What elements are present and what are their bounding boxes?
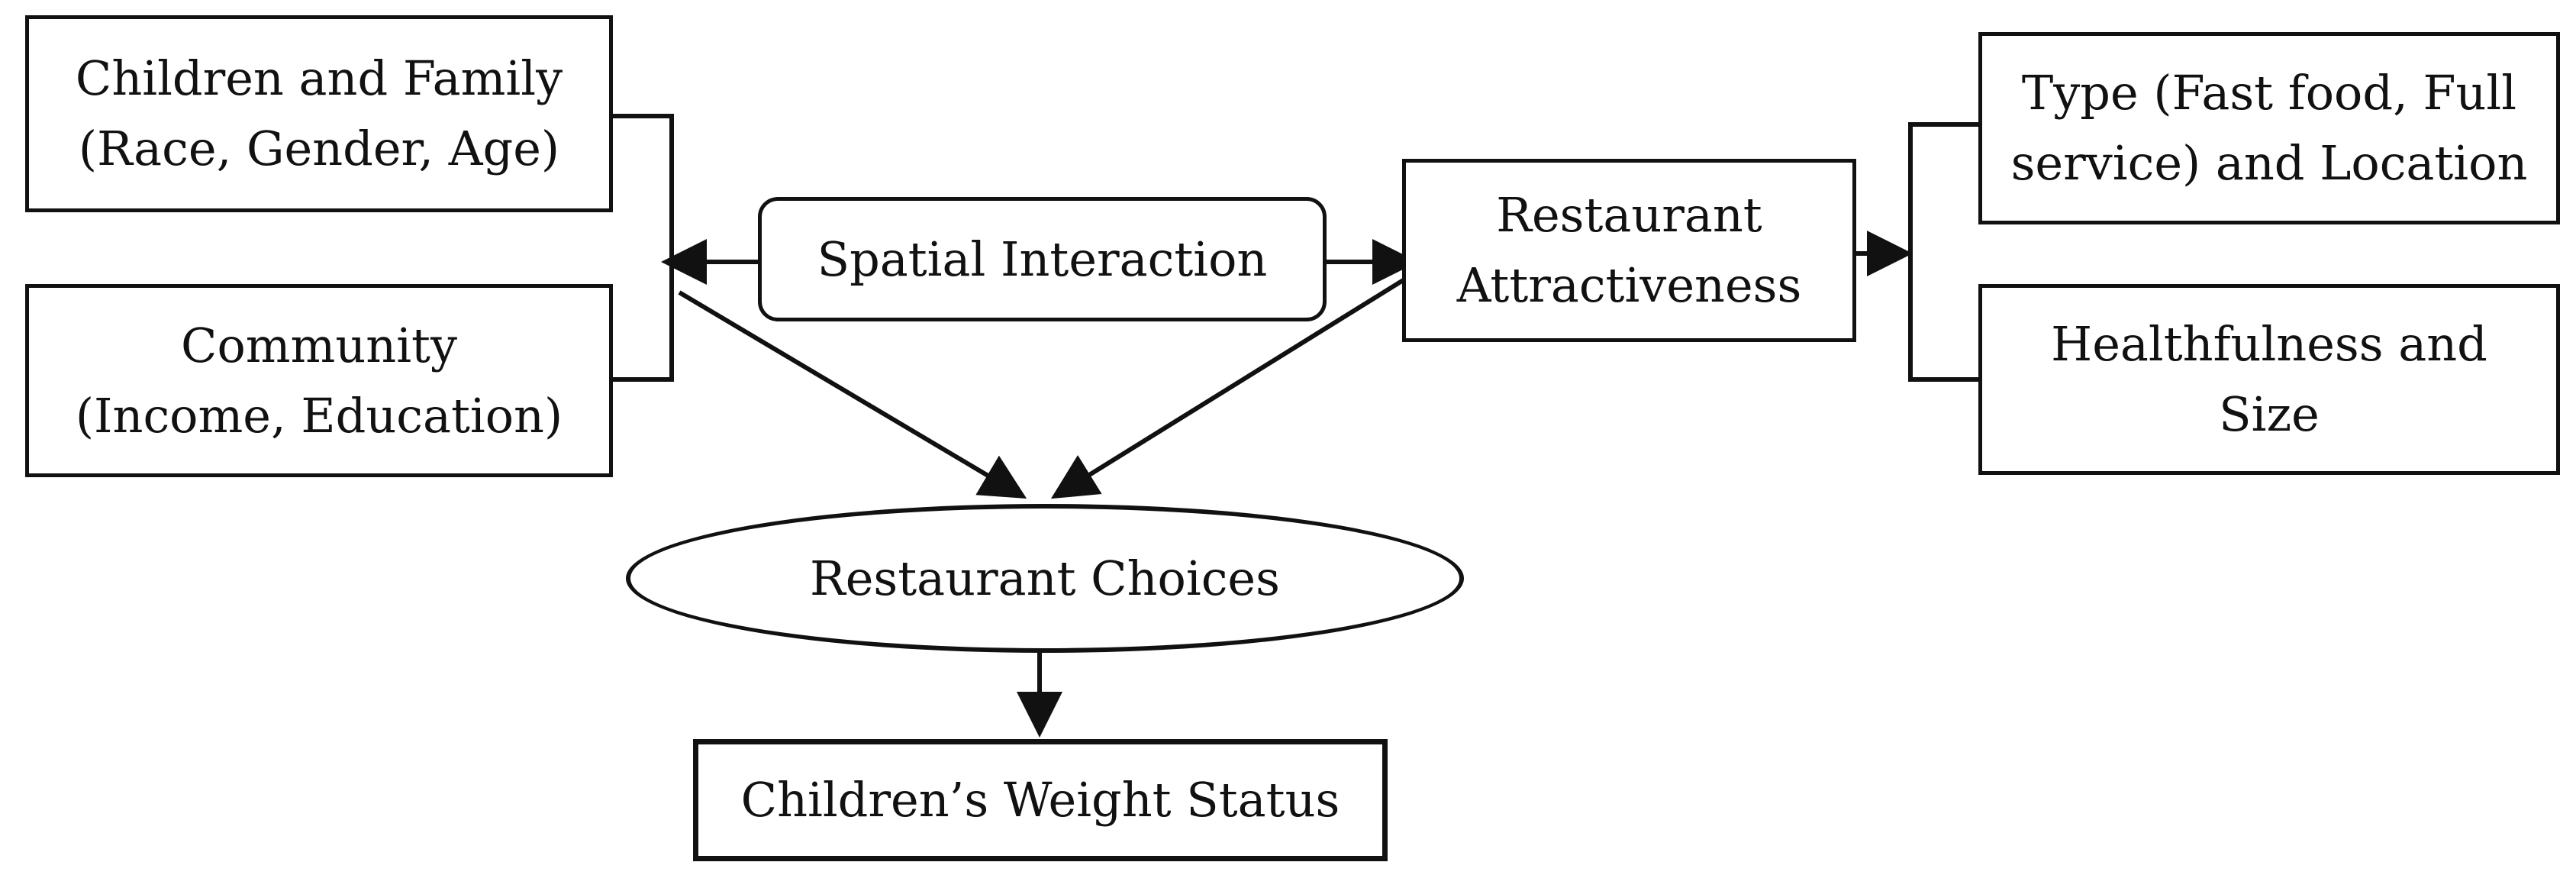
weight-status-box: Children’s Weight Status [693,739,1388,861]
spatial-interaction-label: Spatial Interaction [817,231,1268,287]
healthfulness-size-line1: Healthfulness and [2051,316,2487,372]
children-family-box: Children and Family (Race, Gender, Age) [25,15,613,212]
type-location-line1: Type (Fast food, Full [2021,65,2517,121]
type-location-box: Type (Fast food, Full service) and Locat… [1978,32,2560,224]
children-family-subtitle: (Race, Gender, Age) [78,121,560,176]
community-subtitle: (Income, Education) [75,387,563,444]
right-bracket [1908,122,1978,382]
restaurant-attractiveness-subtitle: Attractiveness [1456,257,1802,313]
restaurant-choices-ellipse: Restaurant Choices [626,504,1464,653]
weight-status-label: Children’s Weight Status [740,772,1340,828]
children-family-title: Children and Family [75,50,563,106]
healthfulness-size-line2: Size [2219,386,2320,442]
arrow-left-to-choices [678,290,1027,499]
left-bracket [613,114,674,382]
restaurant-attractiveness-box: Restaurant Attractiveness [1402,159,1856,342]
community-title: Community [181,317,457,373]
restaurant-choices-label: Restaurant Choices [810,550,1280,606]
community-box: Community (Income, Education) [25,284,613,477]
type-location-line2: service) and Location [2010,135,2528,191]
spatial-interaction-box: Spatial Interaction [758,197,1327,321]
arrow-attractiveness-to-choices [1050,277,1406,499]
restaurant-attractiveness-title: Restaurant [1496,187,1762,243]
healthfulness-size-box: Healthfulness and Size [1978,284,2560,475]
